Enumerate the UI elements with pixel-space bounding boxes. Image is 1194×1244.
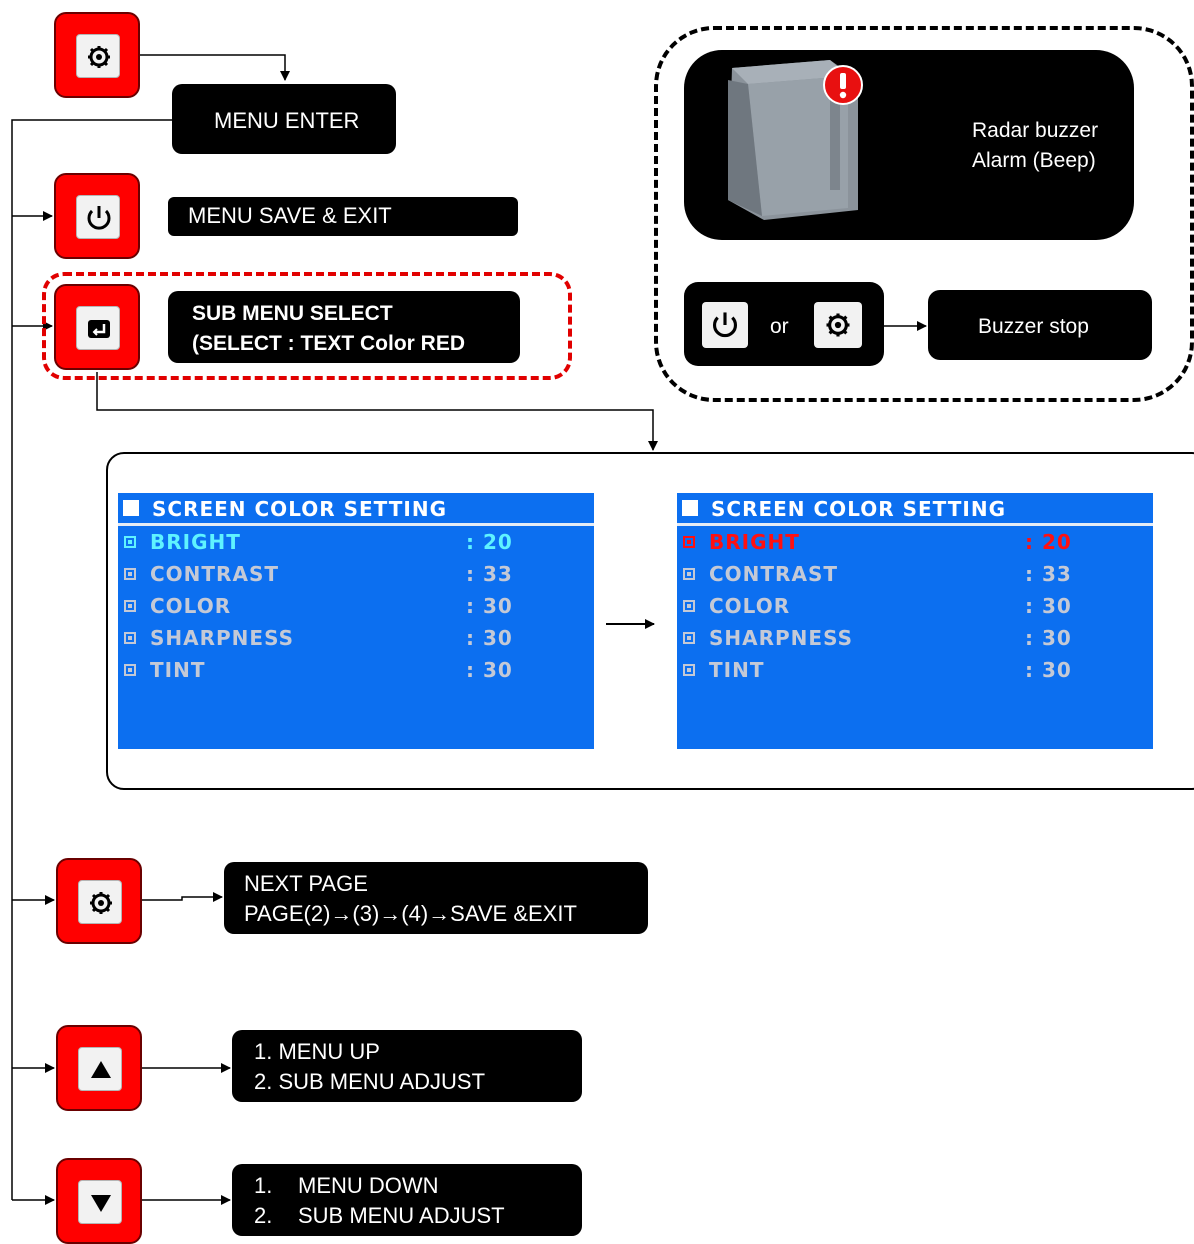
down-num1: 1.	[254, 1173, 273, 1198]
gear-button-small[interactable]	[814, 302, 862, 348]
power-icon	[76, 195, 120, 239]
buzzer-section	[654, 26, 1194, 402]
down-line2: SUB MENU ADJUST	[298, 1203, 505, 1228]
screen-after-header: SCREEN COLOR SETTING	[677, 493, 1153, 526]
sub-menu-select-line2: (SELECT : TEXT Color RED	[192, 332, 465, 355]
screen-after: SCREEN COLOR SETTING BRIGHT: 20 CONTRAST…	[677, 493, 1153, 749]
up-line1: 1. MENU UP	[254, 1039, 380, 1064]
triangle-up-icon	[78, 1047, 122, 1091]
down-num2: 2.	[254, 1203, 273, 1228]
next-page-label: NEXT PAGE PAGE(2)→(3)→(4)→SAVE &EXIT	[224, 862, 648, 934]
up-label: 1. MENU UP 2. SUB MENU ADJUST	[232, 1030, 582, 1102]
up-button[interactable]	[56, 1025, 142, 1111]
menu-enter-text: MENU ENTER	[214, 108, 360, 133]
buzzer-alarm-line2: Alarm (Beep)	[972, 149, 1096, 172]
buzzer-stop-label: Buzzer stop	[928, 290, 1152, 360]
save-exit-label: MENU SAVE & EXIT	[168, 197, 518, 236]
buzzer-alarm-line1: Radar buzzer	[972, 119, 1099, 142]
menu-row-tint[interactable]: TINT: 30	[118, 654, 594, 686]
gear-icon	[78, 880, 122, 924]
select-highlight	[42, 272, 572, 380]
next-page-line2: PAGE(2)→(3)→(4)→SAVE &EXIT	[244, 901, 577, 926]
menu-row-bright-selected[interactable]: BRIGHT: 20	[677, 526, 1153, 558]
menu-row-bright[interactable]: BRIGHT: 20	[118, 526, 594, 558]
or-text: or	[770, 315, 789, 338]
power-button-small[interactable]	[702, 302, 748, 348]
screen-before: SCREEN COLOR SETTING BRIGHT: 20 CONTRAST…	[118, 493, 594, 749]
save-exit-button[interactable]	[54, 173, 140, 259]
menu-row-color[interactable]: COLOR: 30	[118, 590, 594, 622]
radar-unit-icon	[728, 60, 858, 220]
menu-row-contrast[interactable]: CONTRAST: 33	[677, 558, 1153, 590]
menu-row-color[interactable]: COLOR: 30	[677, 590, 1153, 622]
down-button[interactable]	[56, 1158, 142, 1244]
buzzer-stop-text: Buzzer stop	[978, 315, 1089, 338]
menu-button[interactable]	[54, 12, 140, 98]
menu-enter-label: MENU ENTER	[172, 84, 396, 154]
sub-menu-select-line1: SUB MENU SELECT	[192, 302, 393, 325]
next-page-line1: NEXT PAGE	[244, 871, 368, 896]
gear-icon	[76, 34, 120, 78]
buzzer-button-combo: or	[684, 282, 884, 366]
gear-icon	[826, 313, 850, 337]
menu-row-contrast[interactable]: CONTRAST: 33	[118, 558, 594, 590]
buzzer-alarm-panel: Radar buzzer Alarm (Beep)	[684, 50, 1134, 240]
screen-color-panel	[106, 452, 1194, 790]
sub-menu-select-label: SUB MENU SELECT (SELECT : TEXT Color RED	[168, 291, 520, 363]
up-line2: 2. SUB MENU ADJUST	[254, 1069, 486, 1094]
enter-icon	[76, 306, 120, 350]
power-icon	[712, 312, 738, 338]
menu-row-tint[interactable]: TINT: 30	[677, 654, 1153, 686]
screen-before-header: SCREEN COLOR SETTING	[118, 493, 594, 526]
exclamation-icon	[823, 65, 863, 105]
menu-row-sharpness[interactable]: SHARPNESS: 30	[118, 622, 594, 654]
menu-row-sharpness[interactable]: SHARPNESS: 30	[677, 622, 1153, 654]
screen-after-title: SCREEN COLOR SETTING	[711, 497, 1006, 521]
triangle-down-icon	[78, 1180, 122, 1224]
down-label: 1. MENU DOWN 2. SUB MENU ADJUST	[232, 1164, 582, 1236]
save-exit-text: MENU SAVE & EXIT	[188, 203, 392, 228]
down-line1: MENU DOWN	[298, 1173, 439, 1198]
screen-before-title: SCREEN COLOR SETTING	[152, 497, 447, 521]
next-page-button[interactable]	[56, 858, 142, 944]
select-button[interactable]	[54, 284, 140, 370]
buzzer-alarm-text: Radar buzzer Alarm (Beep)	[972, 116, 1098, 176]
